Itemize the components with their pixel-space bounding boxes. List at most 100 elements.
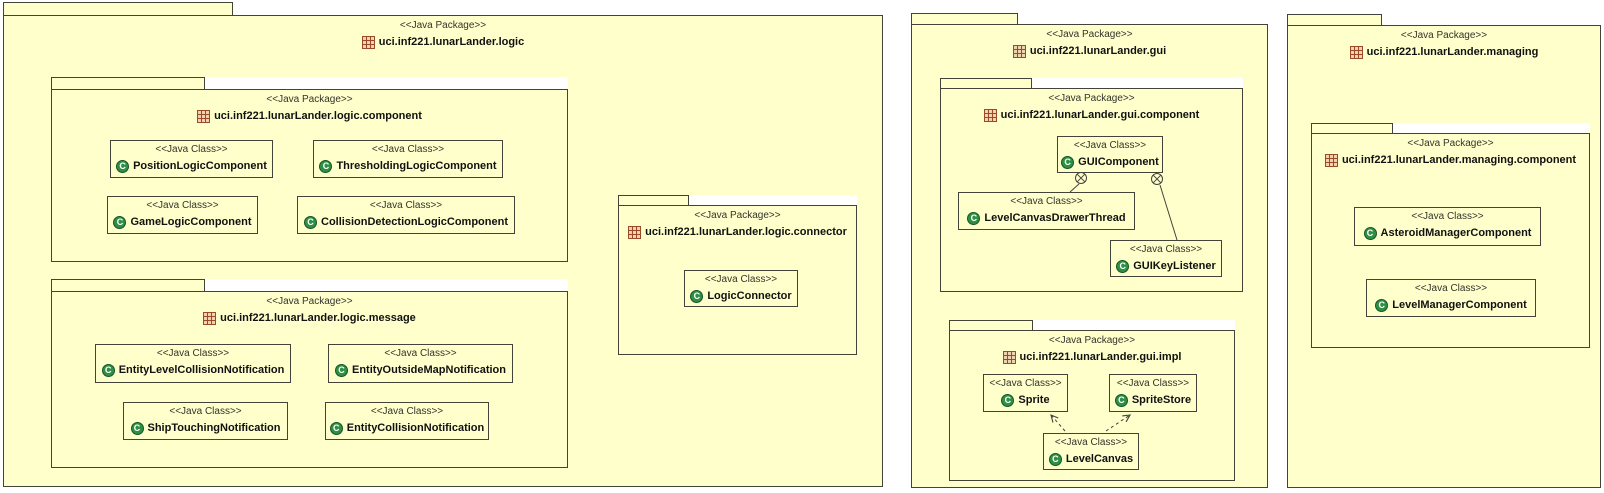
- package-managing[interactable]: <<Java Package>> uci.inf221.lunarLander.…: [1287, 14, 1601, 488]
- class-name: LevelCanvasDrawerThread: [984, 212, 1126, 224]
- package-stereotype: <<Java Package>>: [399, 20, 487, 31]
- package-managing-component[interactable]: <<Java Package>> uci.inf221.lunarLander.…: [1311, 123, 1590, 348]
- package-name: uci.inf221.lunarLander.gui.component: [1000, 109, 1200, 121]
- class-stereotype: <<Java Class>>: [384, 348, 457, 359]
- package-icon: [1012, 44, 1026, 58]
- package-logic-component[interactable]: <<Java Package>> uci.inf221.lunarLander.…: [51, 77, 568, 262]
- class-stereotype: <<Java Class>>: [1054, 437, 1128, 448]
- class-name: LogicConnector: [707, 290, 792, 302]
- class-icon: C: [1363, 226, 1377, 240]
- package-logic[interactable]: <<Java Package>> uci.inf221.lunarLander.…: [3, 2, 883, 487]
- package-stereotype: <<Java Package>>: [1048, 93, 1135, 104]
- package-icon: [1002, 350, 1016, 364]
- class-name: SpriteStore: [1131, 394, 1192, 406]
- class-icon: C: [1114, 393, 1128, 407]
- class-name: PositionLogicComponent: [133, 160, 267, 172]
- class-icon: C: [304, 215, 317, 229]
- class-stereotype: <<Java Class>>: [156, 348, 230, 359]
- class-stereotype: <<Java Class>>: [146, 200, 219, 211]
- package-logic-connector[interactable]: <<Java Package>> uci.inf221.lunarLander.…: [618, 195, 857, 355]
- class-name: GameLogicComponent: [130, 216, 252, 228]
- package-logic-message[interactable]: <<Java Package>> uci.inf221.lunarLander.…: [51, 279, 568, 468]
- class-icon: C: [690, 289, 704, 303]
- class-icon: C: [329, 421, 343, 435]
- class-stereotype: <<Java Class>>: [369, 200, 443, 211]
- package-stereotype: <<Java Package>>: [266, 296, 353, 307]
- package-stereotype: <<Java Package>>: [1048, 335, 1136, 346]
- package-name: uci.inf221.lunarLander.managing.componen…: [1341, 154, 1577, 166]
- class-stereotype: <<Java Class>>: [1411, 211, 1484, 222]
- package-name: uci.inf221.lunarLander.gui: [1029, 45, 1167, 57]
- class-name: AsteroidManagerComponent: [1380, 227, 1532, 239]
- package-gui-component[interactable]: <<Java Package>> uci.inf221.lunarLander.…: [940, 78, 1243, 292]
- class-stereotype: <<Java Class>>: [989, 378, 1062, 389]
- package-name: uci.inf221.lunarLander.managing: [1366, 46, 1539, 58]
- package-stereotype: <<Java Package>>: [1046, 29, 1133, 40]
- package-icon: [628, 225, 642, 239]
- package-logic-tab: [3, 2, 233, 15]
- class-name: CollisionDetectionLogicComponent: [321, 216, 508, 228]
- package-icon: [983, 108, 997, 122]
- package-logic-connector-tab: [618, 195, 689, 205]
- package-stereotype: <<Java Package>>: [1407, 138, 1494, 149]
- class-box-collision-detection-logic-component[interactable]: <<Java Class>> C CollisionDetectionLogicC…: [297, 196, 515, 234]
- class-name: LevelCanvas: [1065, 453, 1134, 465]
- package-stereotype: <<Java Package>>: [266, 94, 353, 105]
- class-name: EntityOutsideMapNotification: [352, 364, 506, 376]
- package-gui[interactable]: <<Java Package>> uci.inf221.lunarLander.…: [911, 13, 1268, 488]
- class-icon: C: [113, 215, 127, 229]
- package-logic-message-tab: [51, 279, 205, 291]
- package-managing-tab: [1287, 14, 1382, 25]
- class-stereotype: <<Java Class>>: [155, 144, 228, 155]
- class-icon: C: [116, 159, 130, 173]
- package-name: uci.inf221.lunarLander.logic.component: [214, 110, 422, 122]
- package-name: uci.inf221.lunarLander.logic.message: [220, 312, 416, 324]
- package-icon: [361, 35, 375, 49]
- class-icon: C: [1001, 393, 1015, 407]
- class-name: Sprite: [1018, 394, 1050, 406]
- class-icon: C: [967, 211, 981, 225]
- class-name: GUIComponent: [1078, 156, 1159, 168]
- class-name: ThresholdingLogicComponent: [336, 160, 497, 172]
- package-icon: [1349, 45, 1363, 59]
- class-icon: C: [319, 159, 333, 173]
- package-gui-impl[interactable]: <<Java Package>> uci.inf221.lunarLander.…: [949, 320, 1235, 481]
- package-stereotype: <<Java Package>>: [694, 210, 781, 221]
- class-name: GUIKeyListener: [1133, 260, 1216, 272]
- class-name: EntityCollisionNotification: [346, 422, 485, 434]
- package-name: uci.inf221.lunarLander.gui.impl: [1019, 351, 1182, 363]
- class-stereotype: <<Java Class>>: [1010, 196, 1083, 207]
- class-icon: C: [1048, 452, 1062, 466]
- class-icon: C: [1375, 298, 1389, 312]
- class-stereotype: <<Java Class>>: [1129, 244, 1203, 255]
- class-icon: C: [1116, 259, 1130, 273]
- class-stereotype: <<Java Class>>: [371, 144, 445, 155]
- package-gui-tab: [911, 13, 1018, 24]
- package-icon: [197, 109, 211, 123]
- package-gui-impl-tab: [949, 320, 1033, 330]
- class-icon: C: [101, 363, 115, 377]
- class-name: EntityLevelCollisionNotification: [118, 364, 285, 376]
- class-icon: C: [1061, 155, 1075, 169]
- class-stereotype: <<Java Class>>: [704, 274, 778, 285]
- class-stereotype: <<Java Class>>: [169, 406, 242, 417]
- package-name: uci.inf221.lunarLander.logic: [378, 36, 525, 48]
- package-name: uci.inf221.lunarLander.logic.connector: [645, 226, 847, 238]
